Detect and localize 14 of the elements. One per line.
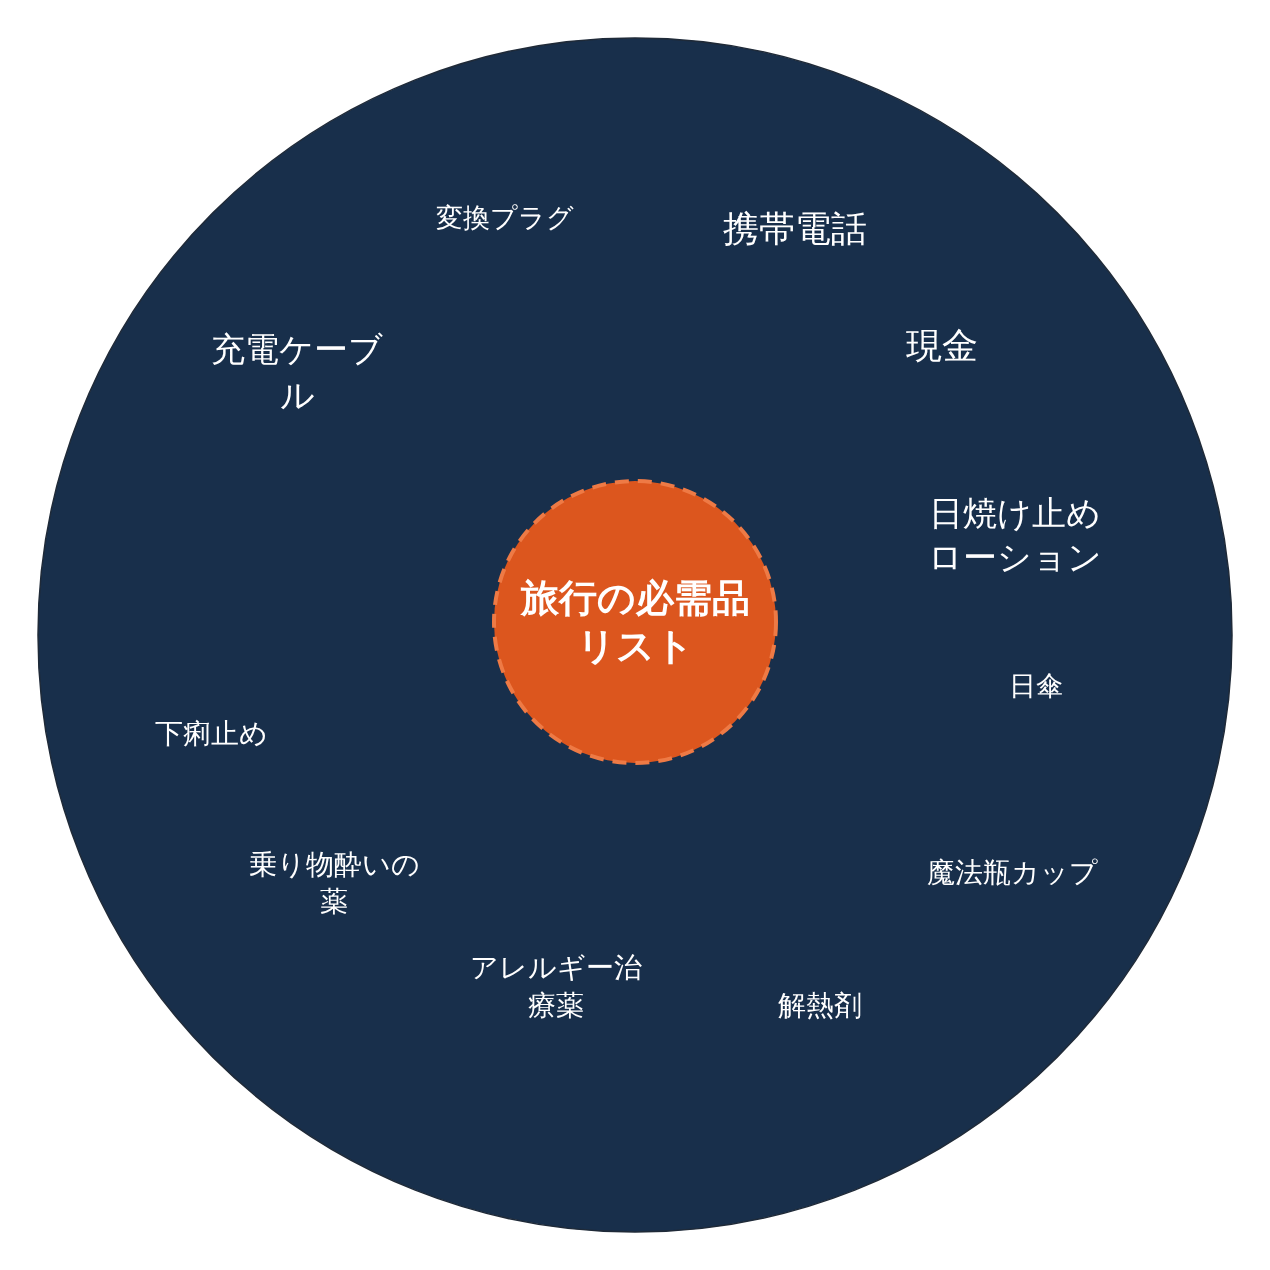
main-circle bbox=[37, 37, 1233, 1233]
item-label: 下痢止め bbox=[154, 716, 268, 752]
item-label: 解熱剤 bbox=[778, 988, 862, 1024]
item-label: 日傘 bbox=[1009, 669, 1063, 703]
item-label: 日焼け止めローション bbox=[927, 492, 1103, 579]
item-label: 現金 bbox=[906, 324, 978, 368]
item-label: 充電ケーブル bbox=[210, 328, 384, 417]
item-label: 魔法瓶カップ bbox=[926, 855, 1098, 891]
item-label: アレルギー治療薬 bbox=[469, 950, 643, 1024]
item-label: 携帯電話 bbox=[723, 207, 867, 251]
center-circle bbox=[491, 478, 779, 766]
item-label: 変換プラグ bbox=[436, 201, 574, 235]
center-title: 旅行の必需品リスト bbox=[519, 575, 751, 670]
item-label: 乗り物酔いの薬 bbox=[247, 847, 421, 920]
